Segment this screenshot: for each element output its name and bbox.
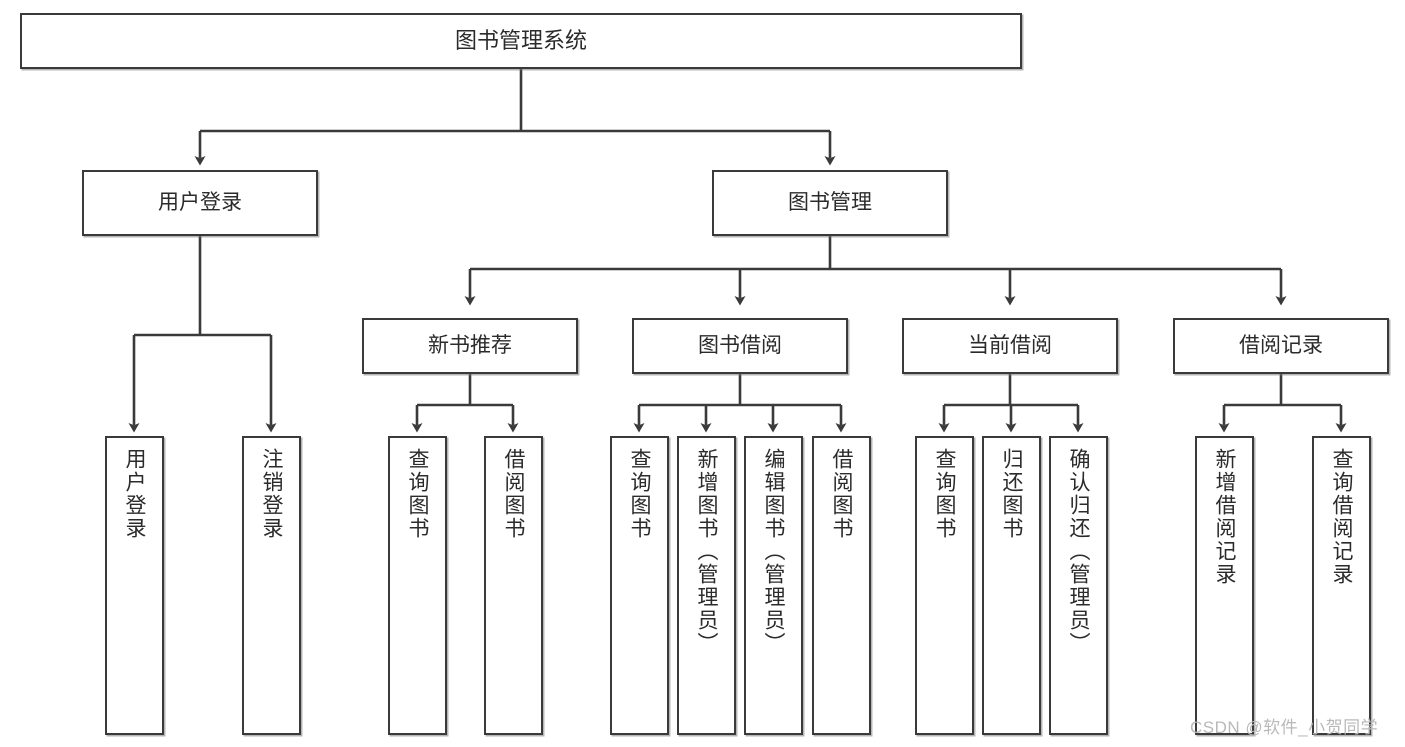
node-label: 用户登录 (158, 190, 242, 214)
node-label: 查询图书 (628, 448, 651, 540)
leaf-recommend-query-book[interactable]: 查询图书 (388, 436, 447, 735)
node-label: 查询图书 (933, 448, 956, 540)
node-label: 新书推荐 (428, 333, 512, 357)
leaf-record-query-record[interactable]: 查询借阅记录 (1312, 436, 1371, 735)
node-label: 注销登录 (260, 448, 283, 540)
leaf-user-login-login[interactable]: 用户登录 (105, 436, 164, 735)
node-label: 当前借阅 (968, 333, 1052, 357)
leaf-current-query-book[interactable]: 查询图书 (915, 436, 974, 735)
leaf-recommend-borrow-book[interactable]: 借阅图书 (484, 436, 543, 735)
node-label: 图书借阅 (698, 333, 782, 357)
node-book-management[interactable]: 图书管理 (712, 170, 948, 236)
watermark-text: CSDN @软件_小贺同学 (1190, 718, 1379, 737)
node-label: 查询借阅记录 (1330, 448, 1353, 586)
node-borrow-record[interactable]: 借阅记录 (1173, 318, 1389, 374)
leaf-record-add-record[interactable]: 新增借阅记录 (1195, 436, 1254, 735)
node-label: 图书管理 (788, 190, 872, 214)
leaf-borrow-add-book-admin[interactable]: 新增图书（管理员） (677, 436, 736, 735)
leaf-borrow-borrow-book[interactable]: 借阅图书 (812, 436, 871, 735)
node-label: 新增图书（管理员） (695, 448, 718, 655)
node-label: 归还图书 (1000, 448, 1023, 540)
leaf-current-return-book[interactable]: 归还图书 (982, 436, 1041, 735)
node-label: 借阅图书 (830, 448, 853, 540)
node-label: 借阅图书 (502, 448, 525, 540)
node-label: 图书管理系统 (454, 28, 587, 54)
node-current-borrow[interactable]: 当前借阅 (902, 318, 1118, 374)
leaf-borrow-edit-book-admin[interactable]: 编辑图书（管理员） (744, 436, 803, 735)
node-book-borrow[interactable]: 图书借阅 (632, 318, 848, 374)
leaf-current-confirm-return-admin[interactable]: 确认归还（管理员） (1049, 436, 1108, 735)
leaf-user-login-logout[interactable]: 注销登录 (242, 436, 301, 735)
node-label: 用户登录 (123, 448, 146, 540)
node-user-login[interactable]: 用户登录 (82, 170, 318, 236)
node-new-book-recommend[interactable]: 新书推荐 (362, 318, 578, 374)
node-root-system[interactable]: 图书管理系统 (20, 13, 1022, 69)
node-label: 编辑图书（管理员） (762, 448, 785, 655)
node-label: 确认归还（管理员） (1067, 448, 1090, 655)
leaf-borrow-query-book[interactable]: 查询图书 (610, 436, 669, 735)
node-label: 新增借阅记录 (1213, 448, 1236, 586)
node-label: 借阅记录 (1239, 333, 1323, 357)
node-label: 查询图书 (406, 448, 429, 540)
